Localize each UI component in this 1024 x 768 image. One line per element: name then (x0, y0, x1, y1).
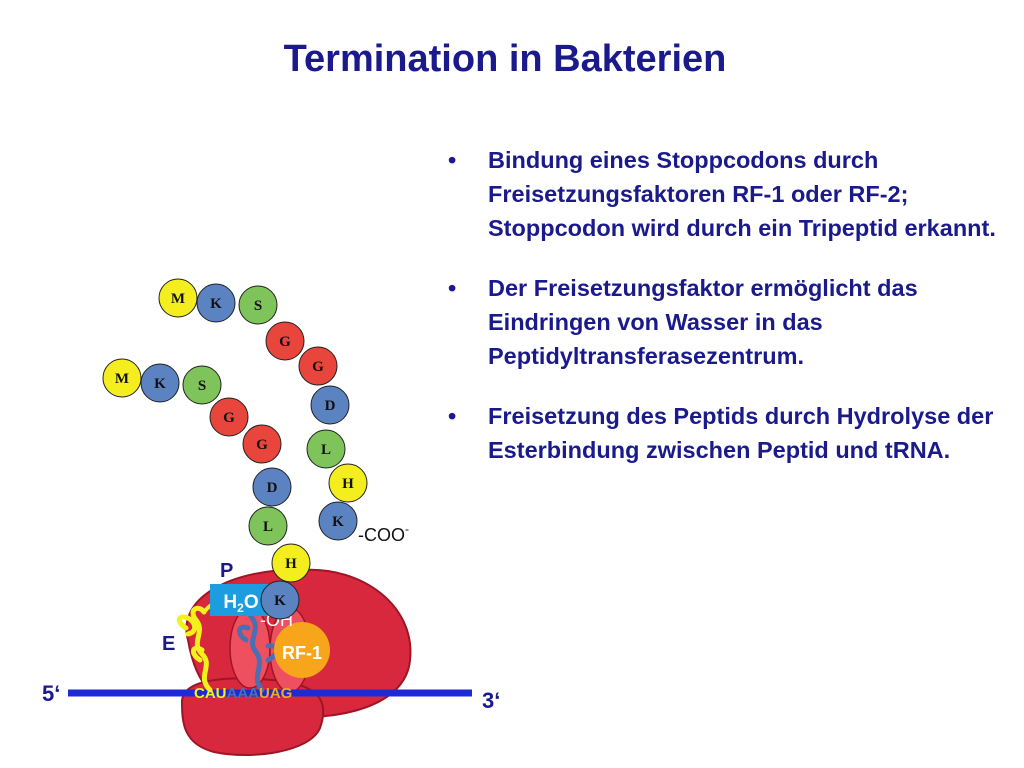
chain1-residue-bead (158, 278, 198, 318)
chain1-residue-bead (328, 463, 368, 503)
chain2-residue-bead (242, 424, 282, 464)
chain2-residue-label: L (263, 519, 273, 535)
five-prime-label: 5‘ (42, 681, 60, 706)
chain1-residue-bead (310, 385, 350, 425)
chain1-residue-label: H (342, 476, 354, 492)
chain1-residue-label: K (210, 296, 222, 312)
chain2-residue-bead (209, 397, 249, 437)
p-site-label: P (220, 560, 233, 582)
bullet-list: Bindung eines Stoppcodons durch Freisetz… (448, 143, 1018, 493)
rf1-factor (274, 622, 330, 678)
trna-e-site (177, 605, 213, 693)
chain2-residue-bead (140, 363, 180, 403)
chain2-residue-label: M (115, 371, 129, 387)
chain1-residue-label: G (312, 359, 324, 375)
peptide-chain-released: M K S G G D L H K (158, 278, 368, 541)
slide-title: Termination in Bakterien (283, 38, 727, 80)
chain1-residue-bead (238, 285, 278, 325)
bullet-item: Bindung eines Stoppcodons durch Freisetz… (448, 143, 1018, 245)
chain1-residue-bead (265, 321, 305, 361)
chain1-residue-label: D (325, 398, 336, 414)
carboxyl-label: -COO- (358, 522, 409, 545)
chain2-residue-bead (102, 358, 142, 398)
chain1-residue-label: L (321, 442, 331, 458)
chain2-residue-label: K (274, 593, 286, 609)
chain1-residue-bead (318, 501, 358, 541)
water-label: H2O (223, 592, 258, 615)
chain2-residue-label: S (198, 378, 206, 394)
codon-sequence: CAUAAAUAG (194, 685, 292, 702)
chain1-residue-label: G (279, 334, 291, 350)
chain2-residue-bead (182, 365, 222, 405)
chain2-residue-bead (248, 506, 288, 546)
chain2-residue-bead (271, 543, 311, 583)
bullet-item: Der Freisetzungsfaktor ermöglicht das Ei… (448, 271, 1018, 373)
chain1-residue-bead (196, 283, 236, 323)
ribosome-small-subunit (180, 677, 325, 756)
chain1-residue-label: S (254, 298, 262, 314)
chain1-residue-bead (306, 429, 346, 469)
chain1-residue-bead (298, 346, 338, 386)
chain1-residue-label: M (171, 291, 185, 307)
rf1-label: RF-1 (282, 643, 322, 663)
three-prime-label: 3‘ (482, 688, 500, 713)
e-site-label: E (162, 633, 175, 655)
chain1-residue-label: K (332, 514, 344, 530)
chain2-residue-bead (252, 467, 292, 507)
bullet-item: Freisetzung des Peptids durch Hydrolyse … (448, 399, 1018, 467)
chain2-residue-label: G (223, 410, 235, 426)
chain2-residue-label: G (256, 437, 268, 453)
chain2-residue-label: H (285, 556, 297, 572)
chain2-residue-label: K (154, 376, 166, 392)
peptide-chain-bound: M K S G G D L H K (102, 358, 311, 620)
chain2-residue-label: D (267, 480, 278, 496)
chain2-residue-bead (260, 580, 300, 620)
